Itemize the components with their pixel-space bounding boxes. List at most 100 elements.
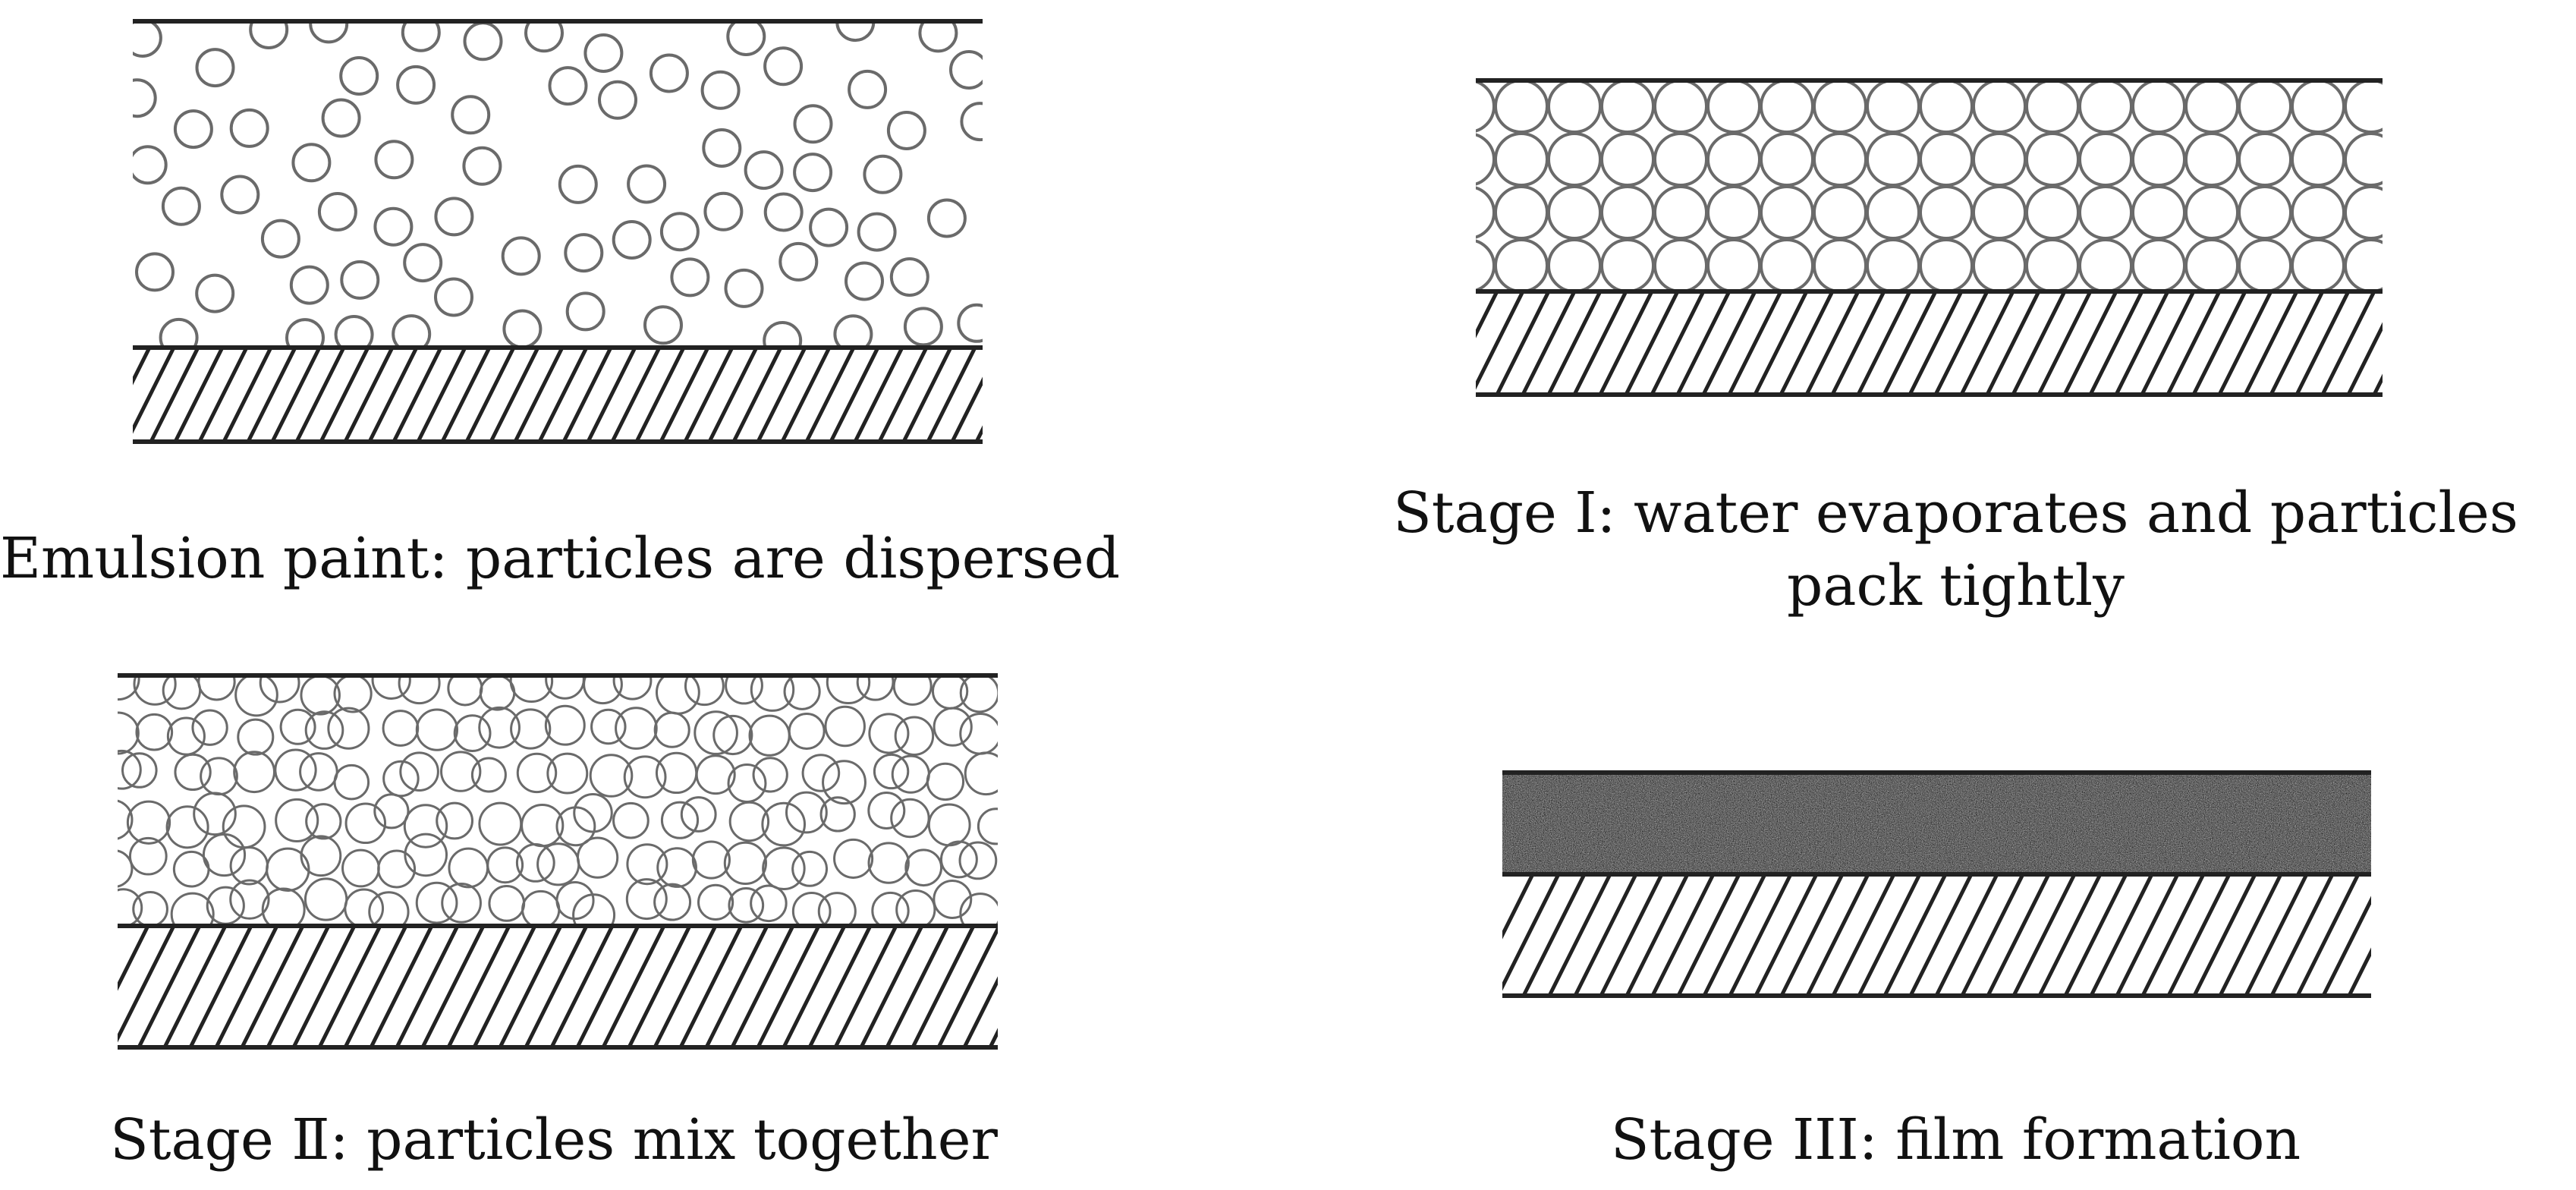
- particle: [833, 314, 873, 348]
- hatch-line: [498, 926, 563, 1047]
- particle: [703, 191, 744, 231]
- particle: [524, 21, 564, 53]
- merging-particle: [680, 796, 717, 833]
- hatch-line: [1016, 926, 1077, 1047]
- hatch-line: [395, 926, 460, 1047]
- packed-particle: [1494, 185, 1549, 240]
- packed-particle: [1760, 80, 1814, 134]
- merging-particle: [403, 804, 448, 848]
- hatch-line: [2115, 874, 2180, 996]
- merging-particle: [440, 751, 482, 792]
- particle: [195, 48, 235, 88]
- particle: [886, 111, 926, 150]
- merging-particle: [229, 846, 269, 886]
- merging-particle: [128, 836, 168, 876]
- hatch-line: [2088, 291, 2144, 395]
- merging-particle: [304, 710, 344, 750]
- packed-particle: [1389, 240, 1441, 291]
- hatch-line: [343, 348, 395, 442]
- merging-particle: [819, 796, 856, 833]
- merging-particle: [259, 675, 300, 704]
- hatch-line: [1650, 291, 1706, 395]
- particle: [809, 207, 849, 247]
- merging-particle: [344, 802, 387, 845]
- particle: [565, 291, 605, 332]
- packed-particle: [1476, 80, 1496, 133]
- hatch-line: [2269, 874, 2335, 996]
- particle: [373, 206, 414, 247]
- hatch-line: [222, 348, 273, 442]
- hatch-line: [1675, 291, 1731, 395]
- hatch-line: [2244, 874, 2309, 996]
- merging-particle: [788, 713, 826, 750]
- hatch-line: [2089, 874, 2154, 996]
- merging-particle: [750, 884, 788, 923]
- merging-particle: [135, 713, 174, 751]
- merging-particle: [656, 847, 697, 888]
- merging-particle: [377, 849, 417, 889]
- packed-particle: [1653, 185, 1708, 240]
- packed-particle: [1813, 185, 1867, 240]
- merging-particle: [762, 846, 806, 891]
- hatch-line: [1985, 291, 2041, 395]
- particle: [317, 192, 357, 231]
- hatch-line: [683, 348, 734, 442]
- hatch-line: [1573, 874, 1638, 996]
- merging-particle: [373, 793, 410, 830]
- packed-particle: [1706, 185, 1761, 240]
- hatch-line: [537, 348, 589, 442]
- substrate-hatch-stage1: [1476, 291, 2383, 395]
- hatch-line: [2037, 291, 2093, 395]
- packed-particle: [1494, 80, 1549, 134]
- hatch-line: [1068, 926, 1128, 1047]
- hatch-line: [343, 926, 408, 1047]
- hatch-line: [1476, 291, 1525, 390]
- hatch-line: [731, 348, 783, 442]
- hatch-line: [634, 348, 686, 442]
- hatch-line: [707, 348, 759, 442]
- merging-particle: [728, 886, 765, 924]
- merging-particle: [791, 891, 832, 926]
- hatch-line: [446, 926, 511, 1047]
- merging-particle: [612, 801, 650, 839]
- hatch-line: [2347, 947, 2371, 996]
- particle: [845, 261, 884, 301]
- merging-particle: [197, 675, 236, 701]
- hatch-line: [118, 926, 150, 991]
- merging-particle: [868, 713, 910, 754]
- packed-particle: [1547, 238, 1602, 291]
- hatch-line: [1502, 874, 1535, 940]
- hatch-line: [2452, 874, 2513, 996]
- particle: [161, 186, 201, 226]
- merging-particle: [959, 675, 998, 713]
- particle: [643, 305, 683, 345]
- hatch-line: [911, 926, 976, 1047]
- particle: [401, 21, 441, 52]
- packed-particle: [2131, 185, 2186, 240]
- particle: [627, 164, 667, 204]
- particle: [220, 175, 260, 215]
- particle: [289, 265, 329, 305]
- packed-particle: [1972, 185, 2027, 240]
- packed-particle: [1813, 132, 1867, 187]
- hatch-line: [1908, 291, 1964, 395]
- particle: [889, 257, 929, 297]
- hatch-line: [2478, 874, 2539, 996]
- merging-particle: [327, 707, 370, 750]
- merging-particle: [623, 755, 667, 799]
- packed-particle: [1494, 132, 1549, 187]
- packed-particle: [1866, 185, 1920, 240]
- merging-particle: [783, 675, 821, 710]
- packed-particle: [2344, 80, 2383, 134]
- particle: [763, 192, 804, 232]
- particle: [403, 243, 443, 283]
- hatch-line: [2166, 874, 2232, 996]
- merging-particle: [761, 801, 807, 847]
- hatch-line: [1599, 874, 1664, 996]
- merging-particle: [237, 718, 275, 756]
- hatch-line: [416, 348, 467, 442]
- merging-particle: [486, 846, 524, 884]
- packed-particle: [1866, 238, 1920, 291]
- particle: [434, 197, 474, 237]
- merging-particle: [470, 757, 507, 793]
